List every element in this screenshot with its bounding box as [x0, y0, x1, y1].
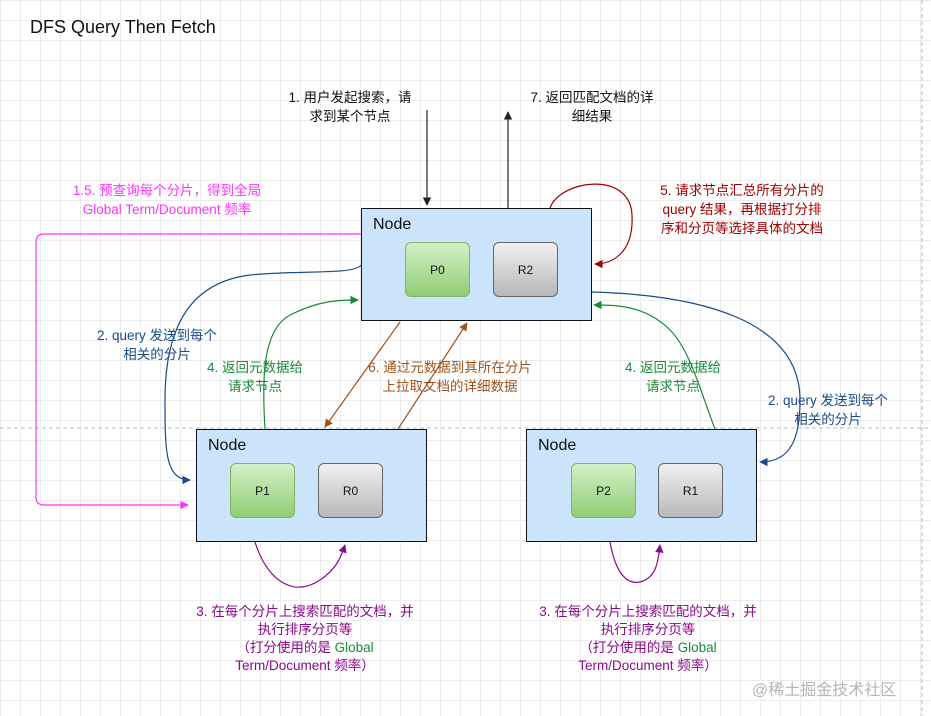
arrow-step4-left: [263, 295, 359, 430]
shard-r0[interactable]: R0: [318, 463, 383, 518]
label-line: 求到某个节点: [309, 109, 391, 124]
label-step4-right: 4. 返回元数据给请求节点: [625, 358, 721, 396]
label-line: 7. 返回匹配文档的详: [530, 90, 654, 105]
arrow-step6-return: [397, 322, 468, 430]
label-line: （打分使用的是: [579, 640, 678, 655]
arrow-step4-right: [593, 300, 716, 430]
label-step1-5: 1.5. 预查询每个分片，得到全局 Global Term/Document 频率: [73, 181, 261, 219]
label-line: 2. query 发送到每个: [96, 328, 218, 343]
node-top[interactable]: Node P0 R2: [361, 208, 592, 321]
label-line: 2. query 发送到每个: [767, 393, 889, 408]
shard-p2[interactable]: P2: [571, 463, 636, 518]
shard-r2[interactable]: R2: [493, 242, 558, 297]
label-line: 5. 请求节点汇总所有分片的: [660, 183, 824, 198]
label-step3-right: 3. 在每个分片上搜索匹配的文档，并 执行排序分页等 （打分使用的是 Globa…: [539, 603, 757, 675]
label-step2-right: 2. query 发送到每个相关的分片: [768, 391, 888, 429]
node-bottom-left[interactable]: Node P1 R0: [196, 429, 427, 542]
label-step4-left: 4. 返回元数据给请求节点: [207, 358, 303, 396]
watermark: @稀土掘金技术社区: [752, 682, 897, 699]
arrow-step3-loop-right: [609, 541, 664, 583]
label-line: （打分使用的是: [236, 640, 335, 655]
arrow-step2-right: [591, 291, 801, 467]
node-label: Node: [208, 437, 247, 454]
label-global: Global: [677, 640, 717, 655]
shard-p1[interactable]: P1: [230, 463, 295, 518]
arrow-step3-loop-left: [254, 541, 347, 588]
label-line: 请求节点: [227, 379, 282, 394]
label-line: 细结果: [571, 109, 613, 124]
arrow-step6-fetch: [324, 321, 401, 428]
label-line: 3. 在每个分片上搜索匹配的文档，并: [539, 604, 757, 619]
label-global: Global: [334, 640, 374, 655]
label-step7: 7. 返回匹配文档的详细结果: [530, 88, 653, 126]
label-line: 1. 用户发起搜索，请: [288, 90, 412, 105]
label-step6: 6. 通过元数据到其所在分片上拉取文档的详细数据: [368, 358, 532, 396]
label-line: 序和分页等选择具体的文档: [660, 221, 823, 236]
arrow-step1-5: [35, 233, 361, 510]
label-line: 执行排序分页等: [257, 622, 353, 637]
label-line: Term/Document 频率）: [235, 658, 375, 673]
label-line: Global Term/Document 频率: [82, 202, 252, 217]
label-line: 1.5. 预查询每个分片，得到全局: [72, 183, 262, 198]
shard-r1[interactable]: R1: [658, 463, 723, 518]
label-line: 相关的分片: [794, 412, 862, 427]
label-line: 执行排序分页等: [600, 622, 696, 637]
label-line: 相关的分片: [123, 347, 191, 362]
label-line: Term/Document 频率）: [578, 658, 718, 673]
label-line: 上拉取文档的详细数据: [382, 379, 518, 394]
label-line: query 结果，再根据打分排: [662, 202, 822, 217]
node-label: Node: [538, 437, 577, 454]
label-step3-left: 3. 在每个分片上搜索匹配的文档，并 执行排序分页等 （打分使用的是 Globa…: [196, 603, 414, 675]
shard-p0[interactable]: P0: [405, 242, 470, 297]
node-bottom-right[interactable]: Node P2 R1: [526, 429, 757, 542]
node-label: Node: [373, 216, 412, 233]
label-line: 4. 返回元数据给: [206, 360, 304, 375]
label-step5: 5. 请求节点汇总所有分片的 query 结果，再根据打分排序和分页等选择具体的文…: [660, 181, 824, 238]
label-line: 4. 返回元数据给: [624, 360, 722, 375]
label-line: 6. 通过元数据到其所在分片: [368, 360, 532, 375]
arrow-step5-loop: [549, 183, 633, 269]
label-line: 3. 在每个分片上搜索匹配的文档，并: [196, 604, 414, 619]
diagram-title: DFS Query Then Fetch: [30, 17, 216, 37]
label-step2-left: 2. query 发送到每个相关的分片: [97, 326, 217, 364]
label-line: 请求节点: [645, 379, 700, 394]
label-step1: 1. 用户发起搜索，请求到某个节点: [288, 88, 411, 126]
arrow-step2-left: [164, 264, 362, 485]
